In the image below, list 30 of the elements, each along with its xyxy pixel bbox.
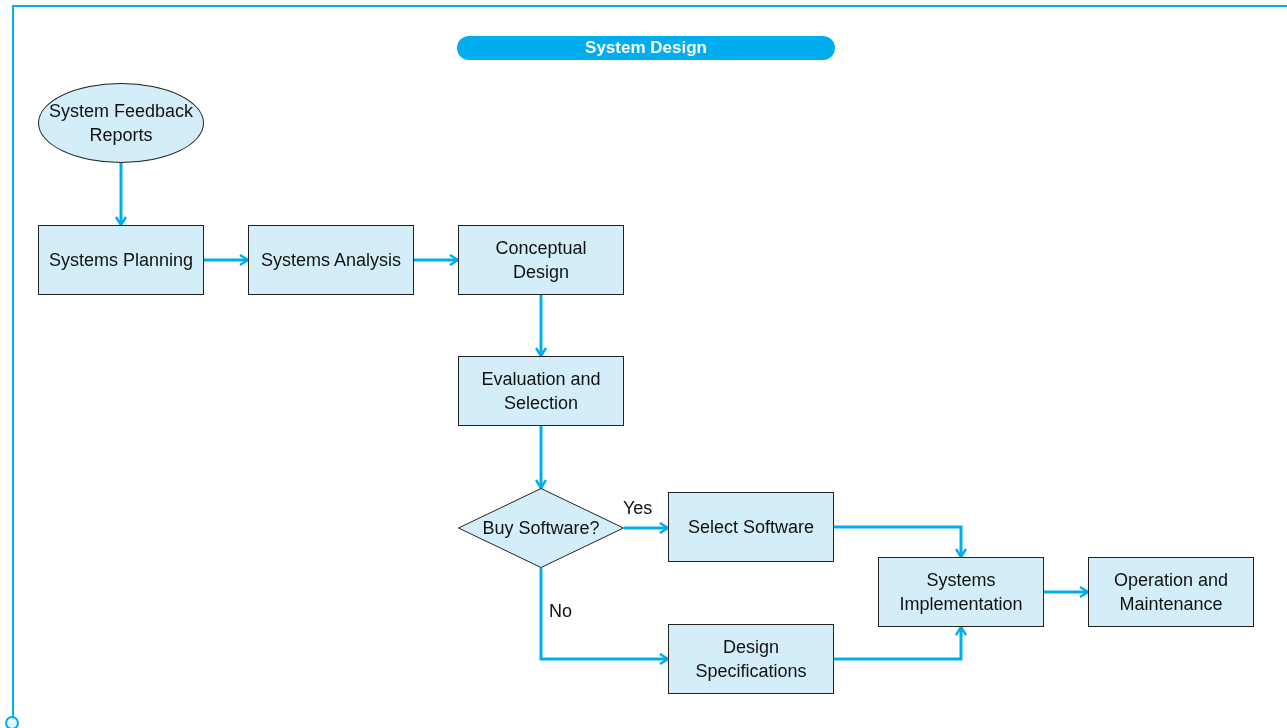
node-label: Operation and Maintenance	[1112, 569, 1230, 616]
arrow	[534, 295, 548, 358]
process-box	[1088, 557, 1254, 627]
arrow	[834, 625, 968, 661]
arrow	[204, 253, 250, 267]
arrow	[534, 426, 548, 490]
process-box	[668, 492, 834, 562]
process-box	[878, 557, 1044, 627]
process-box	[248, 225, 414, 295]
node-label: Systems Planning	[47, 249, 195, 272]
arrow	[624, 521, 670, 535]
process-box	[668, 624, 834, 694]
node-label: Select Software	[686, 516, 816, 539]
node-label: Design Specifications	[694, 636, 808, 683]
node-label: System Feedback Reports	[47, 100, 195, 147]
process-box	[458, 225, 624, 295]
arrow	[1044, 585, 1090, 599]
node-label: Evaluation and Selection	[480, 368, 602, 415]
arrow	[834, 525, 968, 559]
node-label: Systems Implementation	[898, 569, 1024, 616]
arrow	[114, 163, 128, 227]
process-box	[458, 356, 624, 426]
node-label: Systems Analysis	[259, 249, 402, 272]
title-banner: System Design	[457, 36, 835, 60]
arrow	[539, 568, 670, 666]
node-label: Buy Software?	[481, 517, 601, 540]
decision-diamond	[458, 488, 624, 568]
node-label: Conceptual Design	[494, 237, 588, 284]
process-box	[38, 225, 204, 295]
arrow	[414, 253, 460, 267]
